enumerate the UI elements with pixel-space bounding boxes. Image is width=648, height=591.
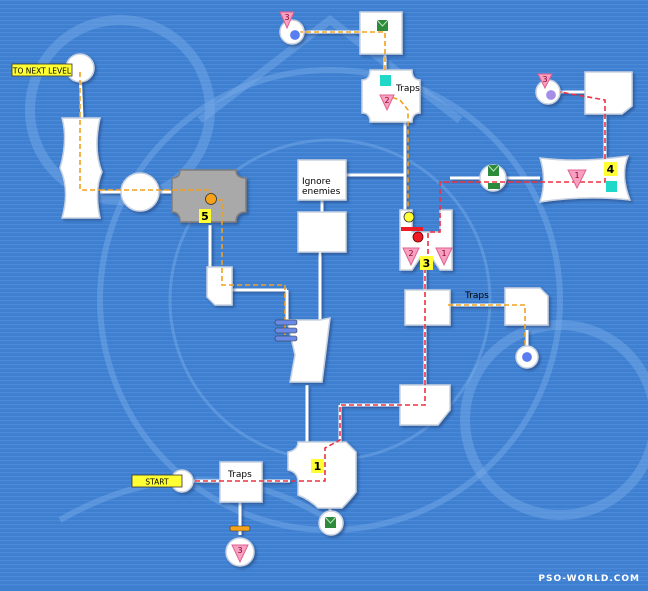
room-funnel [286,317,331,383]
laser-fence-icon [274,319,298,342]
blue-orb-right-icon [520,350,534,364]
marker-4: 4 [607,163,615,176]
number-markers: 5 4 3 1 [199,162,617,473]
red-gate-bar-icon [401,227,423,231]
room-west-wavy [59,117,103,219]
room-west-circle [120,172,160,212]
blue-orb-top-icon [288,28,302,42]
door-traps-top-number: 2 [384,96,389,105]
traps-bottom-label: Traps [227,470,252,480]
start-label-box [131,474,183,488]
door-bottom-number: 3 [237,546,242,555]
ignore-enemies-label-1: Ignore [302,177,331,187]
room-traps-mid-left [404,289,451,326]
door-right-room-number: 1 [574,171,579,180]
start-label: START [145,478,169,487]
door-center-right [435,247,453,267]
door-traps-top [379,94,395,112]
doors [231,11,587,564]
cyan-switch-top-icon [380,75,391,86]
door-center-right-number: 1 [441,249,446,258]
marker-5: 5 [201,210,209,223]
cyan-switch-right-icon [606,181,617,192]
rooms [59,11,633,567]
traps-mid-label: Traps [464,291,489,301]
next-level-label: TO NEXT LEVEL [12,67,72,76]
ignore-enemies-label-2: enemies [302,187,341,197]
room-sw-corner [206,266,233,306]
room-traps-mid-right [504,287,549,326]
traps-top-label: Traps [395,84,420,94]
room-1-main [287,441,357,509]
room-traps-bottom [219,461,263,503]
door-right-room [567,169,587,190]
yellow-switch-icon [403,211,415,223]
door-bottom [231,544,249,564]
door-top-right-number: 3 [542,75,547,84]
room-ignore-enemies [297,159,347,201]
item-box-icons [324,19,500,528]
orange-orb-icon [205,193,217,205]
door-top [279,11,295,30]
door-numbers: 3 2 3 1 2 1 3 [237,13,579,555]
orange-gate-icon [229,525,251,532]
marker-3: 3 [423,257,431,270]
door-center-left-number: 2 [408,249,413,258]
purple-orb-icon [544,88,558,102]
item-chest-icon [488,183,500,189]
room-ne-square [584,71,633,115]
watermark: PSO-WORLD.COM [538,574,640,584]
door-top-right [537,73,553,90]
room-top-square [359,11,403,55]
next-level-label-box [11,63,73,77]
room-below-ignore [297,211,347,253]
door-center-left [402,247,420,267]
red-switch-icon [412,231,424,243]
red-route [195,91,606,482]
marker-1: 1 [314,460,322,473]
door-top-number: 3 [284,13,289,22]
